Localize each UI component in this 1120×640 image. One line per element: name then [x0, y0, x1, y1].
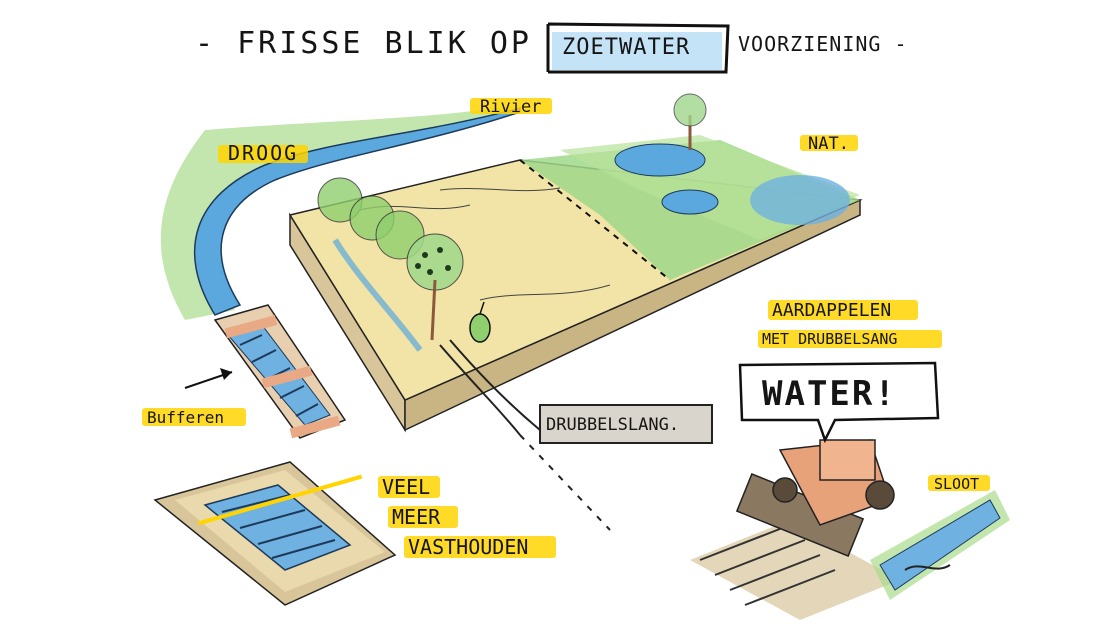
buffer-channel: [213, 304, 347, 439]
title-box-frame: [546, 22, 730, 74]
label-nat-text: NAT.: [808, 134, 849, 154]
label-veel-meer-vasthouden: VEEL MEER VASTHOUDEN: [378, 475, 556, 559]
label-drubbelslang-text: DRUBBELSLANG.: [546, 415, 679, 435]
label-droog: DROOG: [218, 141, 308, 165]
label-rivier: Rivier: [470, 97, 552, 117]
label-droog-text: DROOG: [228, 141, 298, 165]
title-boxed-word: ZOETWATER: [562, 35, 690, 60]
label-veel-text: VEEL: [382, 475, 430, 499]
label-met-drubbelsang: MET DRUBBELSANG: [758, 330, 942, 348]
label-aardappelen: AARDAPPELEN: [768, 300, 918, 321]
label-bufferen-text: Bufferen: [147, 408, 224, 427]
orchard: [317, 177, 491, 352]
label-bufferen: Bufferen: [142, 408, 246, 427]
title-box-fill: [552, 32, 722, 70]
label-meer-text: MEER: [392, 505, 441, 529]
title-suffix: VOORZIENING -: [738, 32, 908, 56]
label-drubbelslang: DRUBBELSLANG.: [539, 404, 713, 444]
river-water: [193, 107, 521, 316]
label-vasthouden-text: VASTHOUDEN: [408, 535, 528, 559]
buffer-arrow-head: [220, 368, 232, 380]
label-rivier-text: Rivier: [480, 97, 541, 117]
drip-hose: [439, 339, 611, 531]
storage-basin: [153, 461, 397, 606]
speech-bubble: WATER!: [738, 361, 940, 444]
label-sloot-text: SLOOT: [934, 475, 979, 493]
tractor-scene: [690, 439, 1010, 620]
label-met-drubbelsang-text: MET DRUBBELSANG: [762, 330, 897, 348]
title: - FRISSE BLIK OP ZOETWATER VOORZIENING -: [195, 22, 908, 74]
title-prefix: - FRISSE BLIK OP: [195, 26, 532, 61]
label-nat: NAT.: [800, 134, 858, 154]
label-sloot: SLOOT: [928, 475, 990, 493]
tree-by-pond: [673, 93, 707, 150]
label-aardappelen-text: AARDAPPELEN: [772, 300, 891, 321]
water-shout: WATER!: [762, 374, 897, 414]
